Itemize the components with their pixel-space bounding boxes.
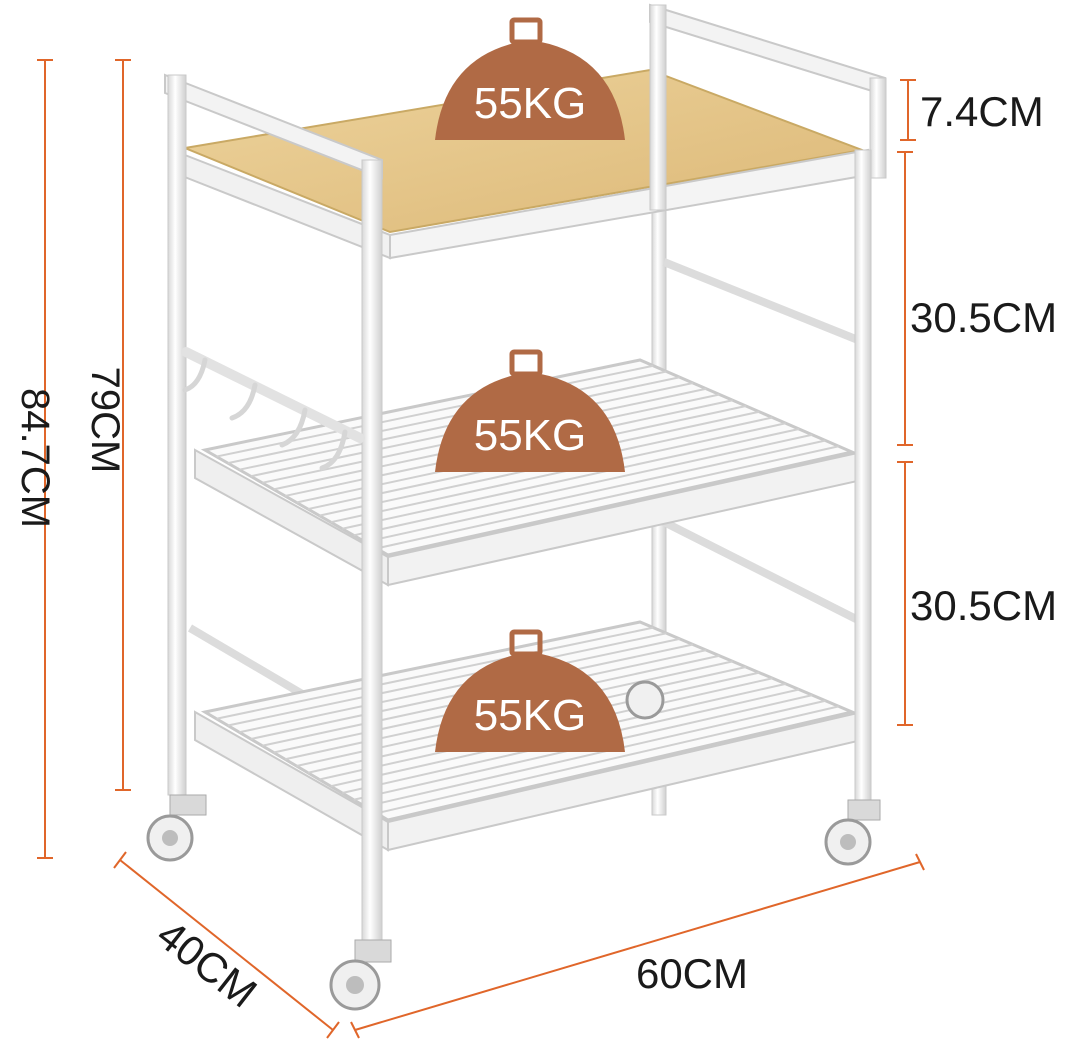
load-label-bottom: 55KG [474, 691, 587, 740]
front-right-post [361, 159, 383, 951]
top-rail-label: 7.4CM [920, 88, 1044, 135]
cart-illustration [146, 3, 887, 1011]
casters [146, 680, 881, 1011]
side-hooks [181, 347, 365, 471]
caster-front-left [146, 794, 207, 862]
dimension-lines [37, 59, 925, 1039]
rear-side-bar-upper [662, 258, 860, 344]
depth-label: 40CM [148, 911, 265, 1017]
load-label-middle: 55KG [474, 411, 587, 460]
caster-back-left [625, 680, 665, 720]
load-badge-bottom: 55KG [435, 629, 625, 752]
rear-side-bar-lower [662, 518, 860, 624]
load-label-top: 55KG [474, 79, 587, 128]
top-handles [164, 3, 887, 211]
total-height-label: 84.7CM [13, 388, 57, 528]
load-badge-top: 55KG [435, 17, 625, 140]
lower-gap-label: 30.5CM [910, 582, 1057, 629]
back-right-post [854, 149, 872, 811]
frame-height-label: 79CM [83, 367, 127, 474]
upper-gap-label: 30.5CM [910, 294, 1057, 341]
caster-back-right [824, 799, 881, 866]
width-label: 60CM [636, 950, 748, 997]
load-badge-middle: 55KG [435, 349, 625, 472]
caster-front-right [329, 939, 392, 1011]
front-left-post [167, 74, 187, 796]
